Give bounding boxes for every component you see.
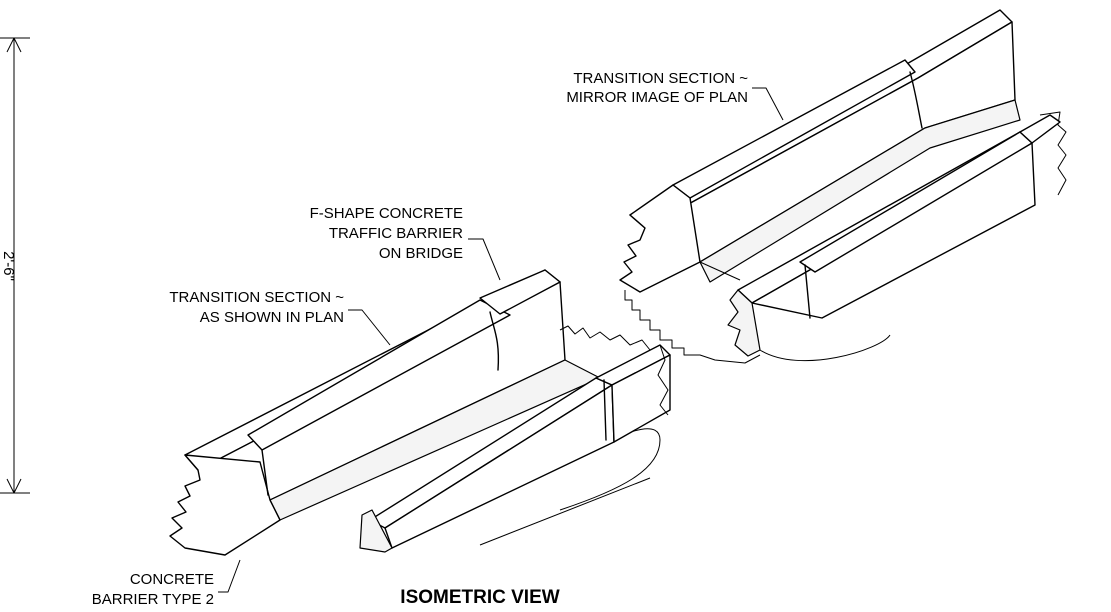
callout-line: F-SHAPE CONCRETE (310, 205, 463, 222)
dimension-line: 2'-6" (0, 37, 30, 494)
leader-lines (218, 87, 784, 593)
barrier-bridge-lower (359, 344, 671, 553)
dimension-label: 2'-6" (0, 251, 17, 281)
callout-line: MIRROR IMAGE OF PLAN (566, 89, 748, 106)
barrier-bridge-upper (727, 111, 1067, 357)
callout-line: TRANSITION SECTION ~ (169, 289, 344, 306)
callout-f-shape: F-SHAPE CONCRETE TRAFFIC BARRIER ON BRID… (310, 205, 464, 262)
barrier-upper-right (619, 9, 1021, 364)
callout-line: TRAFFIC BARRIER (329, 225, 463, 242)
callout-line: TRANSITION SECTION ~ (573, 70, 748, 87)
view-title: ISOMETRIC VIEW (400, 587, 559, 608)
callout-line: BARRIER TYPE 2 (92, 591, 214, 608)
callout-line: CONCRETE (130, 571, 214, 588)
callout-transition-plan: TRANSITION SECTION ~ AS SHOWN IN PLAN (169, 289, 344, 326)
callout-line: AS SHOWN IN PLAN (200, 309, 344, 326)
callout-line: ON BRIDGE (379, 245, 463, 262)
barrier-lower-left (169, 269, 661, 556)
callout-transition-mirror: TRANSITION SECTION ~ MIRROR IMAGE OF PLA… (566, 70, 748, 106)
callout-type2: CONCRETE BARRIER TYPE 2 (92, 571, 214, 608)
